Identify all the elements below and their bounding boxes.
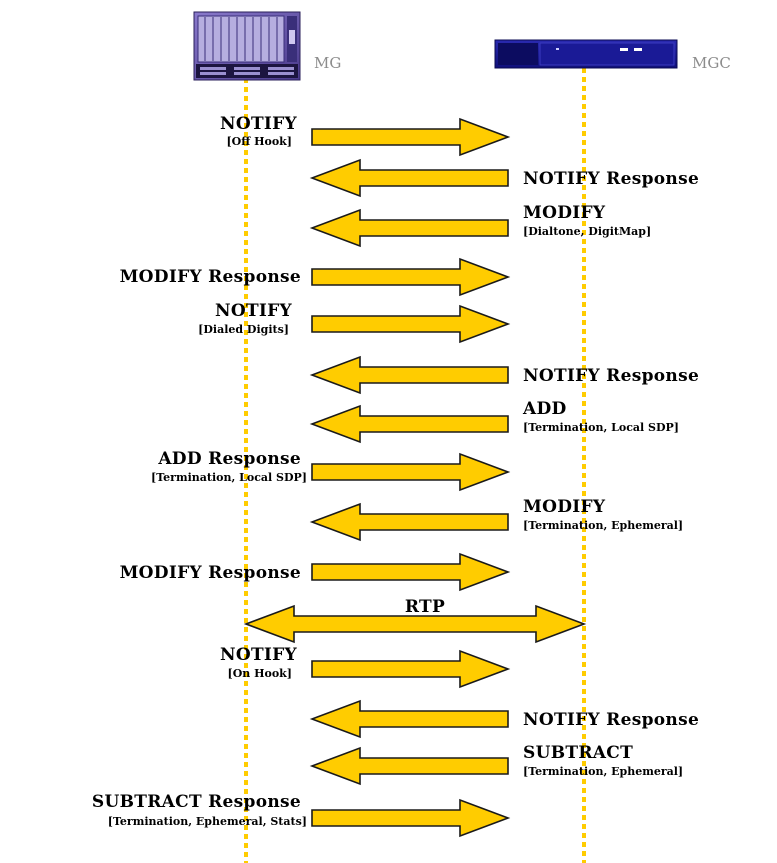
msg-15-arrow <box>311 798 511 838</box>
msg-13-arrow <box>309 699 509 739</box>
msg-4-arrow <box>311 257 511 297</box>
msg-1-arrow <box>311 117 511 157</box>
msg-3-label: MODIFY <box>523 203 606 223</box>
msg-9-sublabel: [Termination, Ephemeral] <box>523 519 684 532</box>
msg-1-sublabel: [Off Hook] <box>226 135 292 148</box>
msg-5-arrow <box>311 304 511 344</box>
msg-4-label: MODIFY Response <box>119 267 301 287</box>
msg-7-label: ADD <box>523 399 567 419</box>
msg-10-label: MODIFY Response <box>119 563 301 583</box>
msg-6-label: NOTIFY Response <box>523 366 700 386</box>
msg-9-label: MODIFY <box>523 497 606 517</box>
msg-10-arrow <box>311 552 511 592</box>
msg-5-label: NOTIFY <box>215 301 292 321</box>
msg-8-sublabel: [Termination, Local SDP] <box>151 471 307 484</box>
mgc-device-icon <box>494 39 678 69</box>
msg-6-arrow <box>309 355 509 395</box>
msg-1-label: NOTIFY <box>220 114 297 134</box>
msg-14-sublabel: [Termination, Ephemeral] <box>523 765 684 778</box>
rtp-label: RTP <box>404 597 446 617</box>
mgc-label: MGC <box>692 54 731 72</box>
msg-9-arrow <box>309 502 509 542</box>
msg-7-arrow <box>309 404 509 444</box>
msg-3-arrow <box>309 208 509 248</box>
mg-label: MG <box>314 54 342 72</box>
msg-15-label: SUBTRACT Response <box>91 792 301 812</box>
msg-8-label: ADD Response <box>158 449 301 469</box>
msg-12-sublabel: [On Hook] <box>227 667 292 680</box>
msg-7-sublabel: [Termination, Local SDP] <box>523 421 679 434</box>
msg-13-label: NOTIFY Response <box>523 710 700 730</box>
rtp-arrow <box>243 604 587 644</box>
msg-2-arrow <box>309 158 509 198</box>
msg-14-arrow <box>309 746 509 786</box>
msg-12-label: NOTIFY <box>220 645 297 665</box>
mg-device-icon <box>193 11 301 81</box>
msg-14-label: SUBTRACT <box>523 743 634 763</box>
msg-15-sublabel: [Termination, Ephemeral, Stats] <box>107 815 307 828</box>
msg-8-arrow <box>311 452 511 492</box>
msg-3-sublabel: [Dialtone, DigitMap] <box>523 225 652 238</box>
msg-12-arrow <box>311 649 511 689</box>
msg-5-sublabel: [Dialed Digits] <box>198 323 289 336</box>
msg-2-label: NOTIFY Response <box>523 169 700 189</box>
